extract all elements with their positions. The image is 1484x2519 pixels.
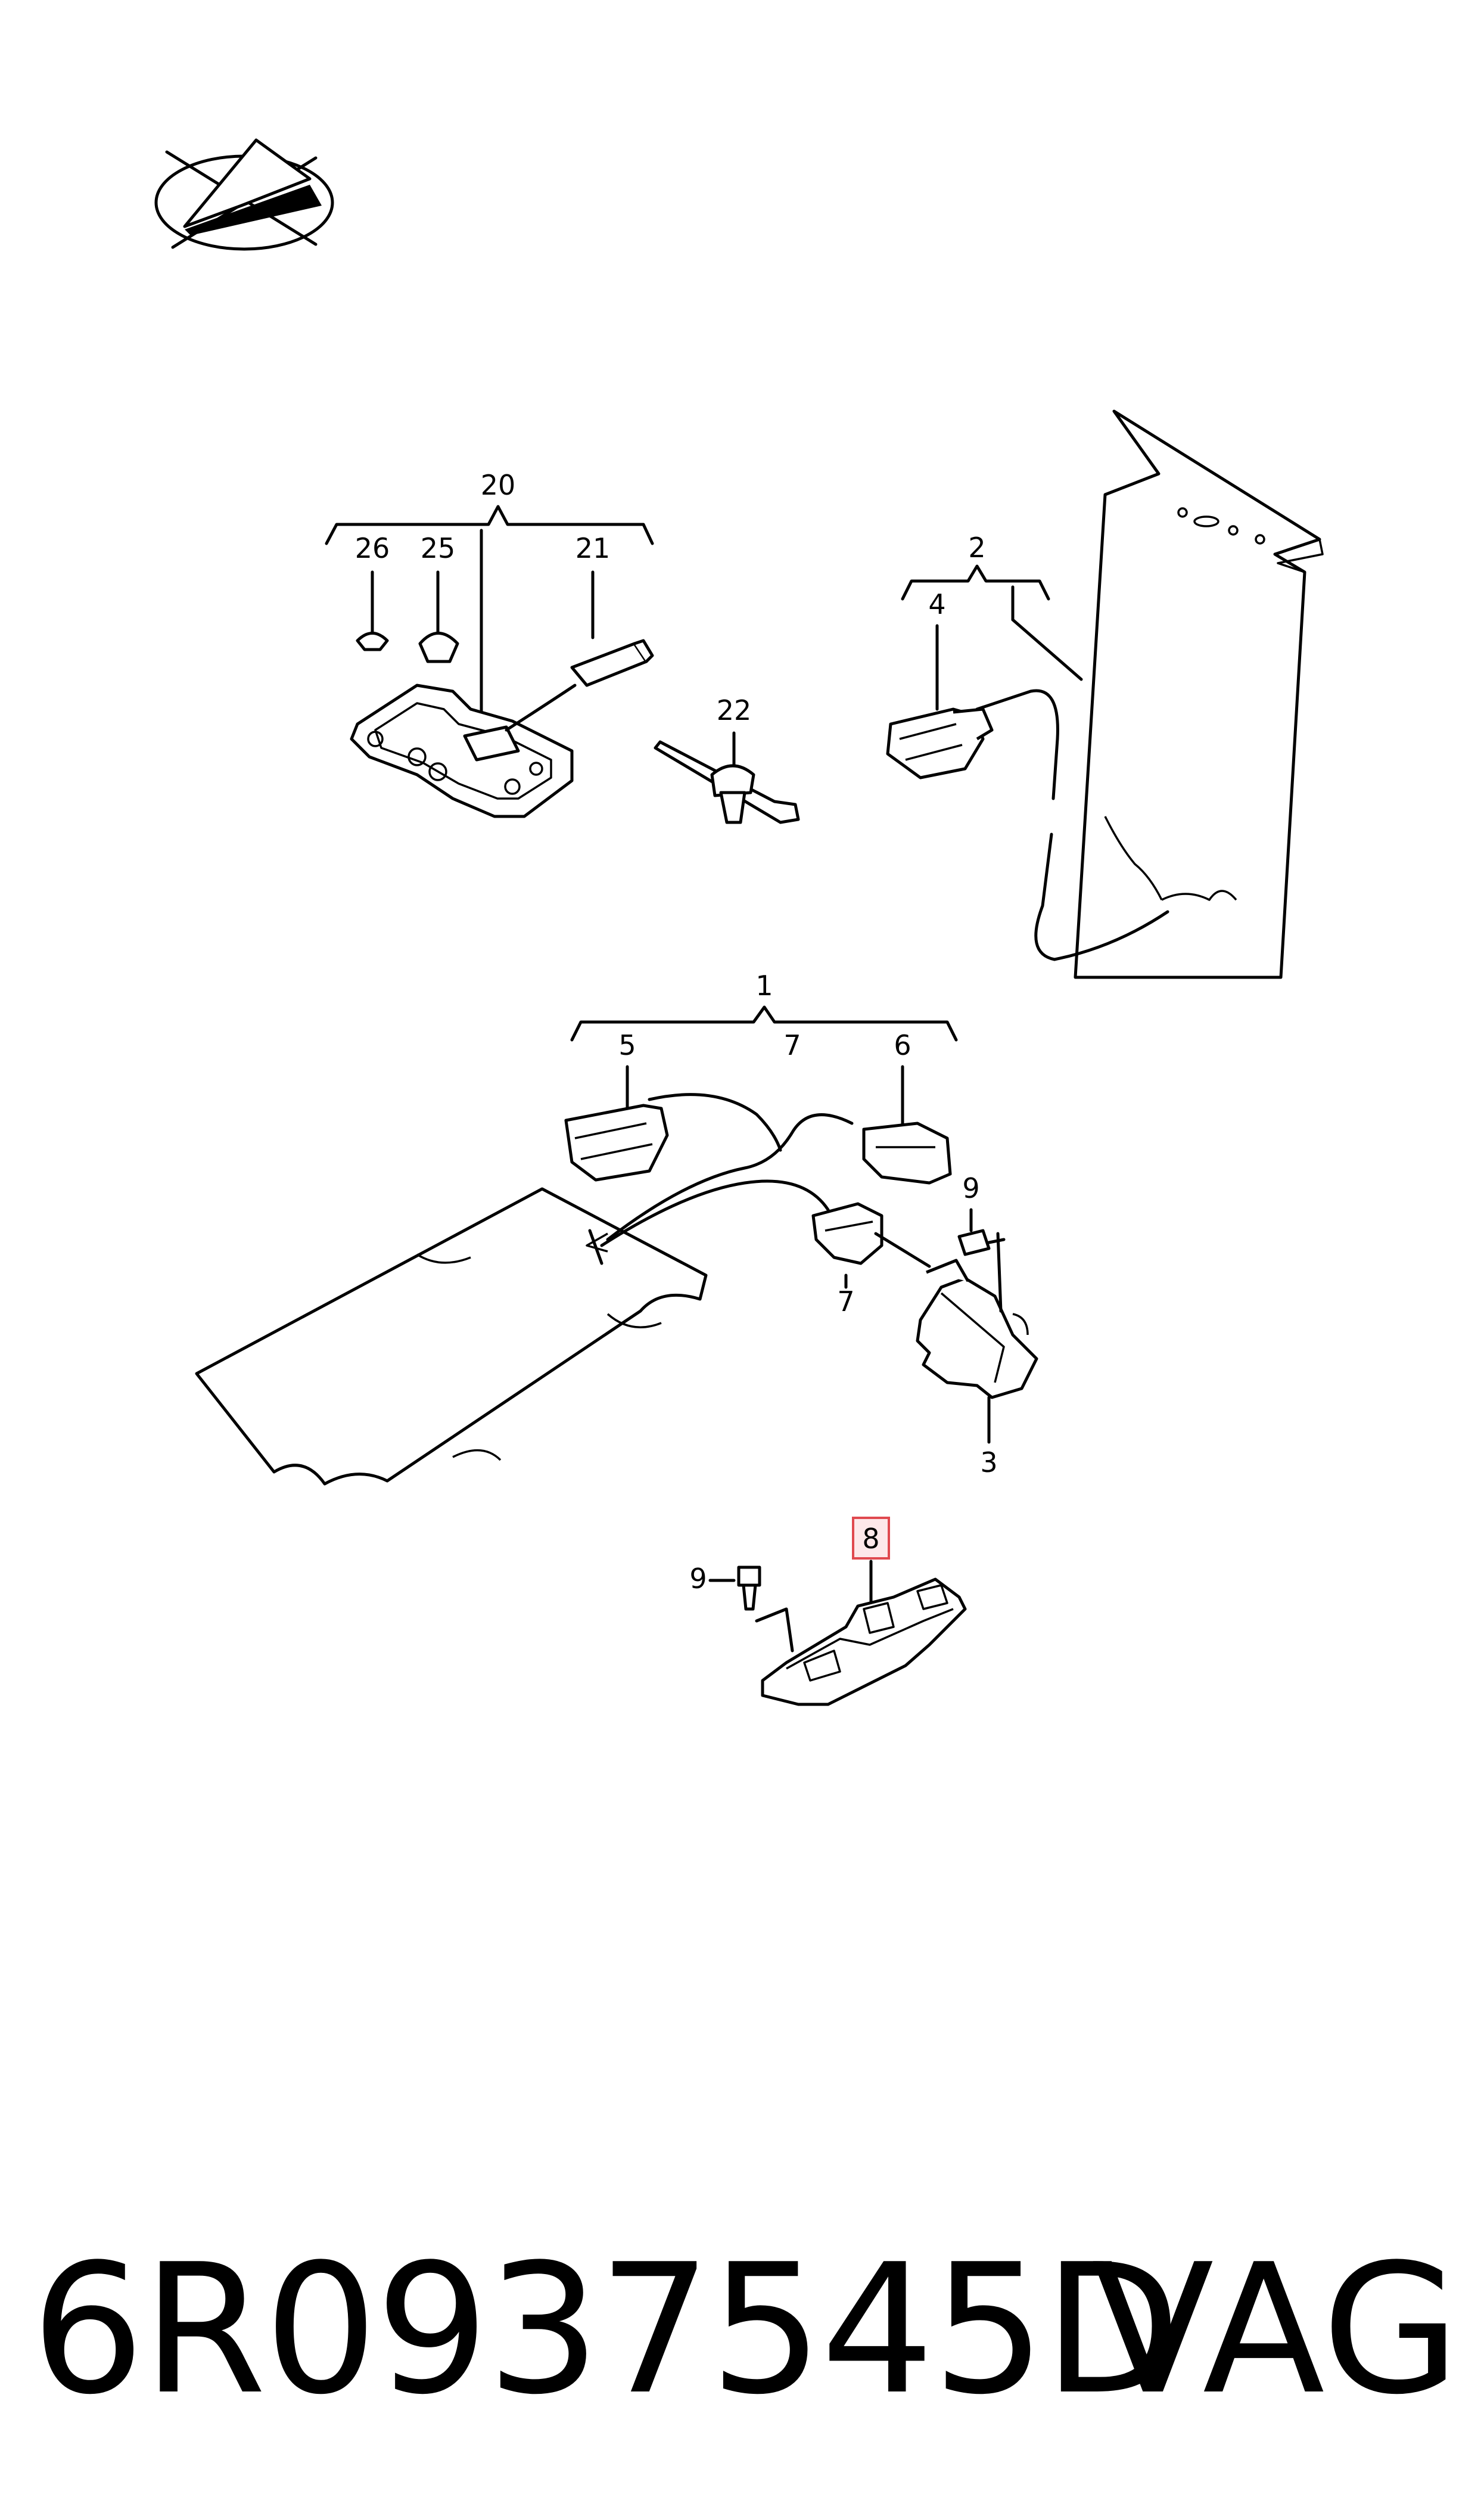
callout-20: 20 (481, 469, 516, 501)
callout-9-top: 9 (962, 1172, 979, 1204)
control-unit (916, 1276, 1038, 1399)
callout-7-top: 7 (783, 1029, 801, 1061)
connector-5 (564, 1104, 669, 1182)
callout-25: 25 (421, 532, 456, 564)
callout-2: 2 (968, 532, 985, 564)
footer: 6R0937545D VAG (0, 2205, 1484, 2455)
callout-8: 8 (862, 1523, 879, 1555)
callout-6: 6 (894, 1029, 911, 1061)
callout-7-bottom: 7 (837, 1285, 854, 1318)
connector-4 (886, 707, 985, 779)
connector-7 (811, 1202, 883, 1265)
callout-3: 3 (980, 1446, 997, 1479)
clip-25 (418, 632, 459, 663)
callout-22: 22 (717, 694, 752, 726)
group-20: 20 26 25 21 (325, 469, 654, 818)
clip-26 (356, 632, 389, 651)
callout-9-bottom: 9 (689, 1563, 707, 1595)
group-2: 2 4 (886, 409, 1324, 979)
callout-26: 26 (355, 532, 390, 564)
callout-21: 21 (575, 532, 611, 564)
screw-9-top (957, 1229, 991, 1256)
seat-frame (350, 684, 574, 818)
callout-4: 4 (928, 588, 945, 620)
callout-5: 5 (618, 1029, 636, 1061)
group-8: 8 9 (689, 1517, 967, 1706)
callout-1: 1 (755, 970, 773, 1002)
backrest-sensor-mat (1074, 409, 1321, 979)
brand-name: VAG (1091, 2226, 1460, 2434)
group-22: 22 (654, 694, 800, 824)
connector-6 (862, 1122, 952, 1185)
callout-8-highlight (852, 1517, 890, 1560)
group-1: 1 7 5 6 7 3 9 (195, 970, 1038, 1486)
part-number: 6R0937545D (31, 2226, 1181, 2434)
orientation-logo (154, 138, 334, 251)
cushion-sensor-mat (195, 1187, 708, 1486)
connector-21 (570, 642, 648, 687)
holder-8 (761, 1577, 967, 1706)
screw-9-bottom (737, 1566, 761, 1587)
